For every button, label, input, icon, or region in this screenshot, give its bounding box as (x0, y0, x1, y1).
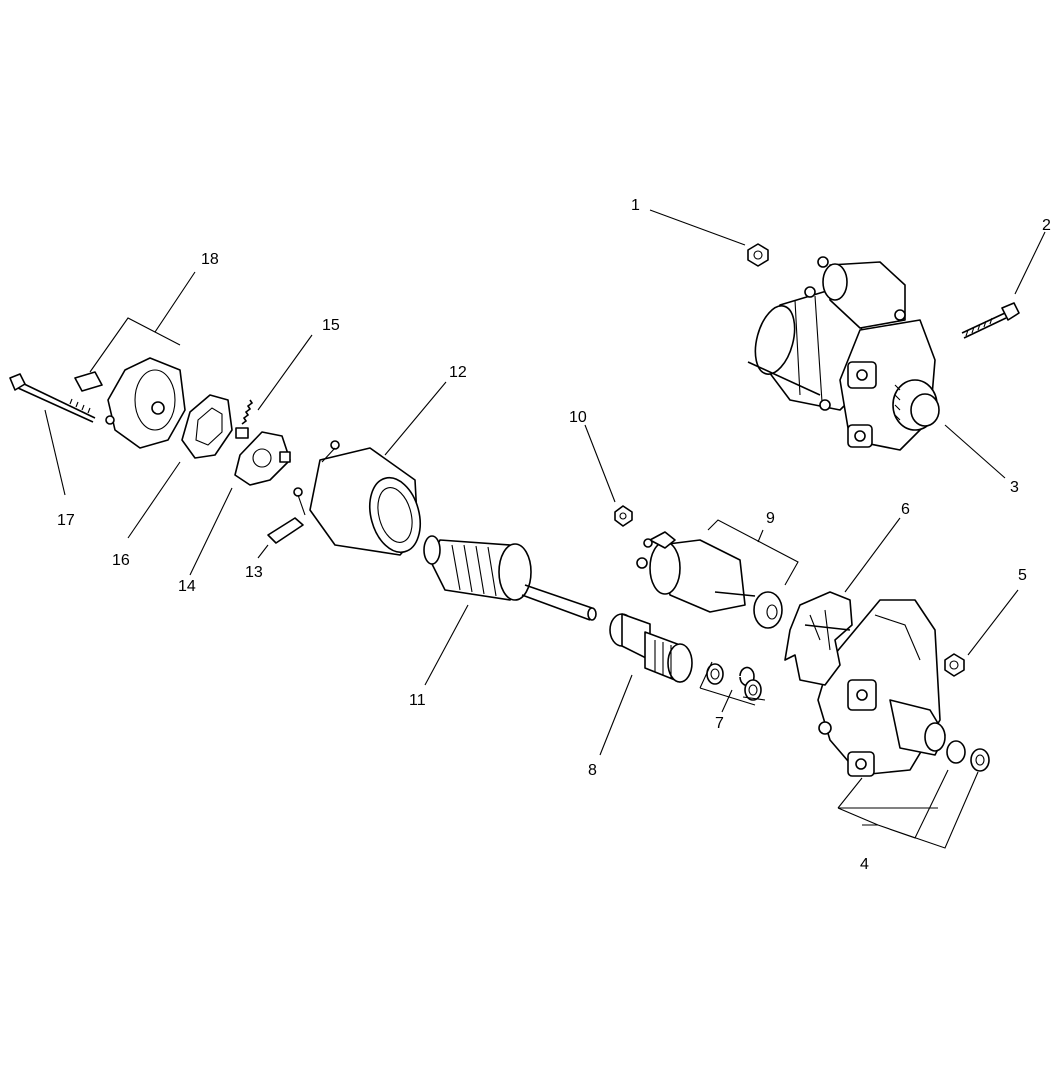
leader-lines (44, 209, 1046, 849)
part-7-washer-set (706, 663, 762, 701)
callout-17: 17 (57, 512, 75, 529)
part-11-armature (423, 535, 597, 621)
callout-12: 12 (449, 364, 467, 381)
part-17-through-bolt (9, 373, 96, 423)
part-16-plate (181, 394, 233, 459)
callout-2: 2 (1042, 217, 1051, 234)
callout-15: 15 (322, 317, 340, 334)
callout-8: 8 (588, 762, 597, 779)
callout-16: 16 (112, 552, 130, 569)
starter-motor-assembly (747, 256, 940, 451)
part-2-bolt (961, 302, 1020, 339)
callout-9: 9 (766, 510, 775, 527)
callout-3: 3 (1010, 479, 1019, 496)
part-1-nut (747, 243, 769, 267)
callout-1: 1 (631, 197, 640, 214)
part-10-nut (614, 505, 633, 527)
part-12-yoke (309, 440, 421, 556)
part-5-nut (944, 653, 965, 677)
callout-5: 5 (1018, 567, 1027, 584)
callout-6: 6 (901, 501, 910, 518)
part-15-spring (241, 399, 254, 425)
callout-18: 18 (201, 251, 219, 268)
callout-10: 10 (569, 409, 587, 426)
callout-4: 4 (860, 856, 869, 873)
part-13-lead (267, 487, 306, 544)
part-4-drive-housing (817, 599, 990, 777)
part-8-pinion-clutch (609, 613, 693, 683)
callout-11: 11 (409, 692, 426, 709)
part-18-end-frame (74, 357, 186, 449)
callout-7: 7 (715, 715, 724, 732)
callout-13: 13 (245, 564, 263, 581)
callout-14: 14 (178, 578, 196, 595)
part-6-shift-lever (784, 591, 853, 686)
part-14-brush-holder (234, 427, 291, 486)
part-9-solenoid (636, 531, 783, 629)
callout-labels: 1 2 3 4 5 6 7 8 9 10 11 12 13 14 15 16 1… (57, 197, 1051, 873)
